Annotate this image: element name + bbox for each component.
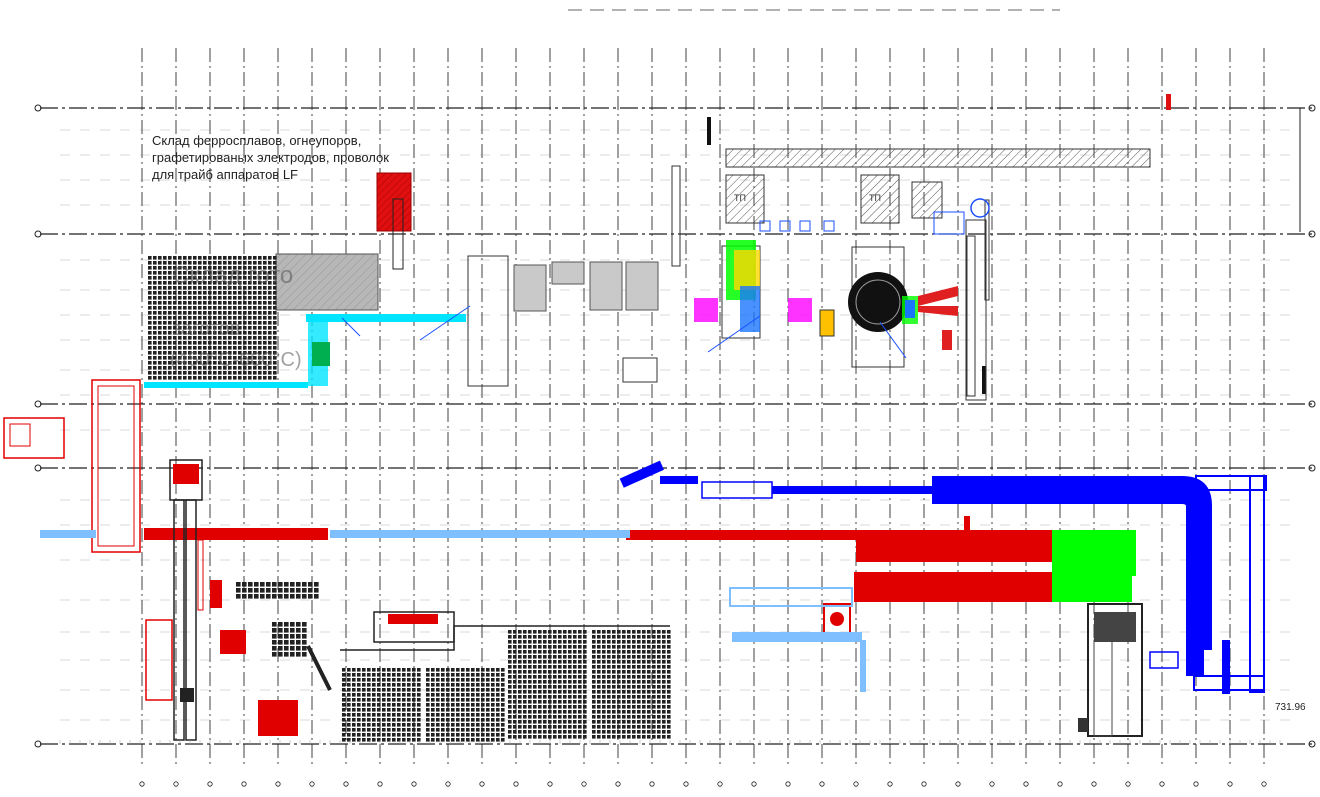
grid-column-marker — [751, 781, 757, 787]
grid-column-marker — [275, 781, 281, 787]
crane-beam-hatched — [725, 148, 1151, 224]
grid-column-marker — [1193, 781, 1199, 787]
elevation-mark: 731.96 — [1275, 702, 1306, 713]
storage-stack — [272, 622, 307, 657]
grid-column-marker — [1057, 781, 1063, 787]
storage-stack — [426, 668, 505, 742]
transformer-label-left: ТП — [734, 193, 746, 203]
upper-conveyor-lines — [144, 305, 907, 388]
storage-stack — [592, 630, 671, 739]
lower-bay-black-equipment — [169, 459, 670, 741]
billet-storage-stacks — [148, 256, 671, 742]
grid-column-marker — [241, 781, 247, 787]
grid-column-marker — [547, 781, 553, 787]
storage-stack — [508, 630, 587, 739]
billet-storage-label-line-1: Склад гото — [172, 262, 294, 289]
grid-column-marker — [649, 781, 655, 787]
grid-row-marker — [34, 740, 42, 748]
grid-column-marker — [411, 781, 417, 787]
grid-row-marker — [1308, 104, 1316, 112]
grid-column-marker — [887, 781, 893, 787]
grid-row-marker — [1308, 464, 1316, 472]
grid-column-marker — [955, 781, 961, 787]
warehouse-label-line-1: Склад ферросплавов, огнеупоров, — [152, 133, 362, 148]
grid-column-marker — [989, 781, 995, 787]
storage-stack — [342, 668, 421, 742]
grid-column-marker — [853, 781, 859, 787]
grid-column-marker — [1159, 781, 1165, 787]
grid-column-marker — [581, 781, 587, 787]
grid-column-marker — [921, 781, 927, 787]
billet-storage-label-line-2: заготов — [172, 318, 241, 340]
grid-column-marker — [1125, 781, 1131, 787]
cooling-conveyor-loop — [619, 460, 1267, 694]
grid-column-marker — [1227, 781, 1233, 787]
grid-row-marker — [34, 104, 42, 112]
grid-column-marker — [819, 781, 825, 787]
column-grid — [34, 9, 1316, 787]
grid-column-marker — [445, 781, 451, 787]
grid-column-marker — [207, 781, 213, 787]
grid-column-marker — [1261, 781, 1267, 787]
grid-column-marker — [1023, 781, 1029, 787]
rolling-mill-line — [3, 379, 1136, 736]
transformer-label-right: ТП — [869, 193, 881, 203]
storage-stack — [148, 256, 277, 380]
grid-column-marker — [377, 781, 383, 787]
grid-row-marker — [1308, 740, 1316, 748]
grid-column-marker — [785, 781, 791, 787]
grid-column-marker — [615, 781, 621, 787]
warehouse-label-line-3: для трайб аппаратов LF — [152, 167, 298, 182]
grid-column-marker — [717, 781, 723, 787]
billet-storage-label-line-3: (450°С-600°С) — [170, 349, 302, 371]
grid-column-marker — [479, 781, 485, 787]
axis-ticks — [59, 740, 1281, 744]
grid-row-marker — [34, 230, 42, 238]
warehouse-label-line-2: графетированых электродов, проволок — [152, 150, 389, 165]
grid-column-marker — [1091, 781, 1097, 787]
grid-row-marker — [1308, 400, 1316, 408]
grid-column-marker — [343, 781, 349, 787]
grid-row-marker — [34, 400, 42, 408]
grid-row-marker — [34, 464, 42, 472]
grid-column-marker — [173, 781, 179, 787]
ladle-furnace-complex — [694, 198, 990, 368]
grid-column-marker — [683, 781, 689, 787]
grid-column-marker — [513, 781, 519, 787]
coiling-machine — [1078, 603, 1143, 737]
upper-bay-equipment — [275, 94, 1301, 401]
grid-column-marker — [309, 781, 315, 787]
storage-stack — [236, 582, 319, 599]
finishing-stand-group — [40, 530, 866, 692]
grid-column-marker — [139, 781, 145, 787]
grid-row-marker — [1308, 230, 1316, 238]
